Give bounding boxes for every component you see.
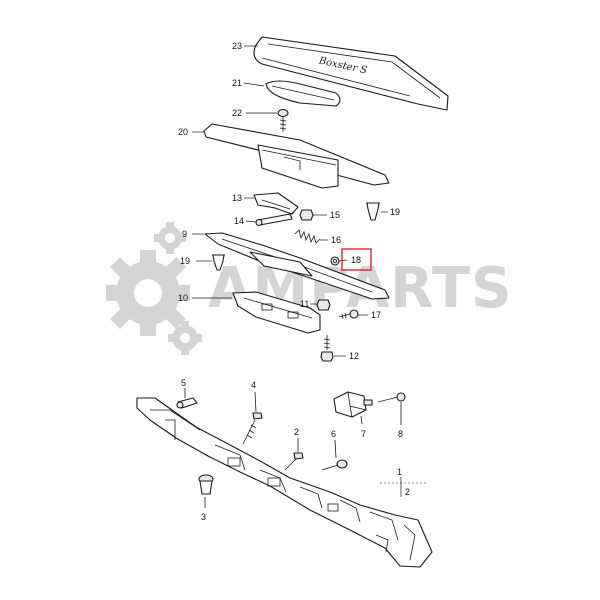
callout-2-right: 2	[405, 487, 410, 497]
part-11-nut	[316, 299, 331, 311]
callout-1: 1	[397, 467, 402, 477]
part-2-screw	[284, 438, 304, 471]
watermark-gear-small-top-icon	[154, 222, 186, 254]
part-13-bracket	[253, 192, 299, 215]
part-4-screw	[242, 391, 263, 445]
part-21-lens	[265, 80, 341, 107]
callout-14: 14	[234, 216, 244, 226]
callout-20: 20	[178, 127, 188, 137]
part-3-clip	[198, 474, 214, 508]
callout-11: 11	[300, 299, 309, 309]
watermark-gear-small-bottom-icon	[168, 321, 202, 355]
callout-2-middle: 2	[294, 427, 299, 437]
part-6-screw	[321, 439, 348, 471]
part-7-switch	[333, 391, 373, 425]
callout-17: 17	[371, 310, 381, 320]
callout-21: 21	[232, 78, 242, 88]
part-1-bumper-carrier	[136, 397, 433, 568]
part-9-latch-rail	[204, 232, 390, 300]
callout-9: 9	[182, 229, 187, 239]
callout-3: 3	[201, 512, 206, 522]
part-17-screw	[338, 309, 359, 320]
part-22-screw	[277, 108, 289, 132]
callout-10: 10	[178, 293, 188, 303]
callout-4: 4	[251, 380, 256, 390]
part-20-housing	[203, 123, 390, 189]
callout-16: 16	[331, 235, 341, 245]
part-19-clip-left	[212, 254, 225, 271]
callout-6: 6	[331, 429, 336, 439]
callout-23: 23	[232, 41, 242, 51]
callout-13: 13	[232, 193, 242, 203]
part-10-latch-base	[232, 291, 321, 334]
part-19-clip-right	[366, 202, 380, 221]
callout-19-left: 19	[180, 256, 190, 266]
callout-8: 8	[398, 429, 403, 439]
callout-18: 18	[351, 255, 361, 265]
part-23-badge-strip: Boxster S	[253, 36, 449, 111]
callout-19-right: 19	[390, 207, 400, 217]
callout-5: 5	[181, 378, 186, 388]
watermark: AMPARTS	[106, 222, 511, 355]
highlight-box-18	[341, 248, 372, 271]
watermark-gear-large-icon	[106, 250, 190, 336]
callout-7: 7	[361, 429, 366, 439]
part-12-screw	[320, 335, 334, 362]
part-8-screw	[377, 392, 406, 425]
part-15-nut	[299, 209, 314, 221]
callout-22: 22	[232, 108, 242, 118]
part-18-grommet	[330, 256, 340, 266]
callout-12: 12	[349, 351, 359, 361]
callout-15: 15	[330, 210, 340, 220]
part-5-stud	[176, 388, 198, 409]
part-14-pin	[255, 213, 293, 227]
part-16-spring	[294, 229, 321, 244]
